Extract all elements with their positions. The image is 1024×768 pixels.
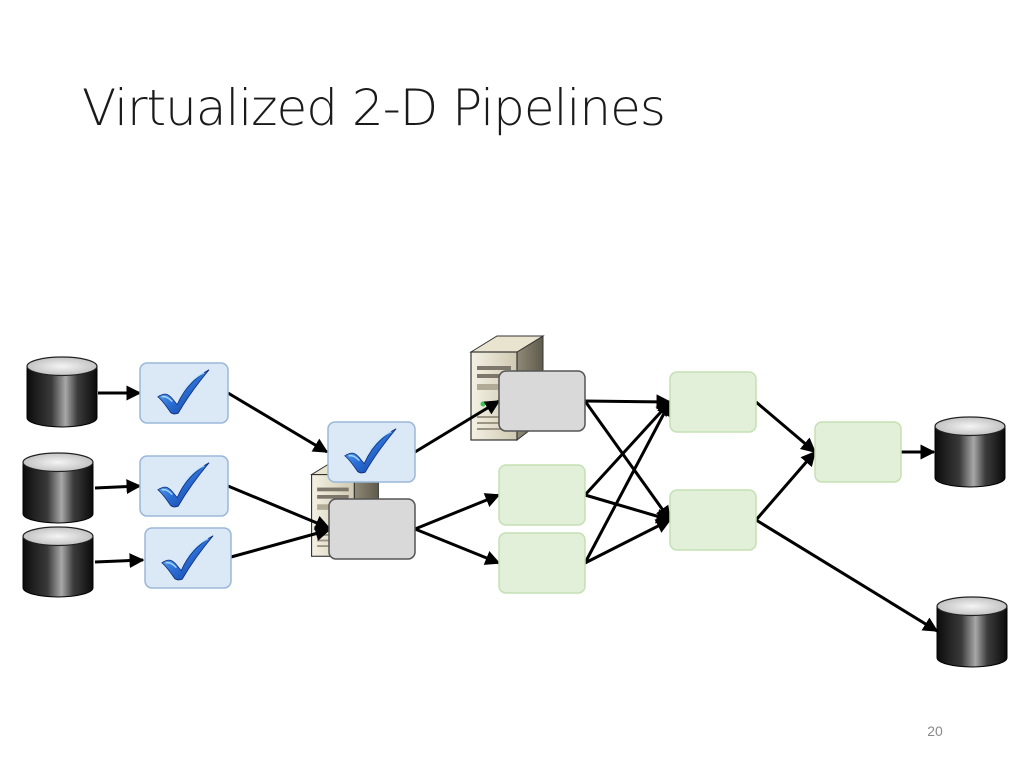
validator-node xyxy=(139,455,229,517)
database-icon xyxy=(22,452,94,524)
database-icon xyxy=(936,596,1008,668)
edge xyxy=(583,400,672,564)
edge xyxy=(414,493,501,531)
edge xyxy=(583,400,672,497)
edge xyxy=(583,400,672,522)
pipeline-edges xyxy=(94,385,939,633)
stage-box xyxy=(498,532,586,594)
stage-box xyxy=(498,464,586,526)
slide-title: Virtualized 2-D Pipelines xyxy=(82,79,666,137)
edge xyxy=(584,518,672,565)
stage-box xyxy=(669,371,757,433)
edge xyxy=(755,400,817,454)
edge xyxy=(230,526,331,559)
edge xyxy=(584,493,672,524)
database-icon xyxy=(22,526,94,598)
validator-node xyxy=(139,362,229,424)
edge xyxy=(755,518,939,633)
database-icon xyxy=(26,356,98,428)
edge xyxy=(414,527,501,565)
validator-node xyxy=(144,527,232,589)
page-number: 20 xyxy=(927,723,943,739)
validator-node xyxy=(327,421,416,483)
edge xyxy=(227,391,329,454)
edge xyxy=(94,553,145,569)
edge xyxy=(414,399,501,454)
database-icon xyxy=(934,416,1006,488)
server-stage-box xyxy=(328,498,416,560)
stage-box xyxy=(814,421,902,483)
server-stage-box xyxy=(498,370,586,432)
edge xyxy=(94,479,142,495)
edge xyxy=(584,394,672,410)
stage-box xyxy=(669,489,757,551)
edge xyxy=(227,484,331,530)
edge xyxy=(754,450,817,521)
